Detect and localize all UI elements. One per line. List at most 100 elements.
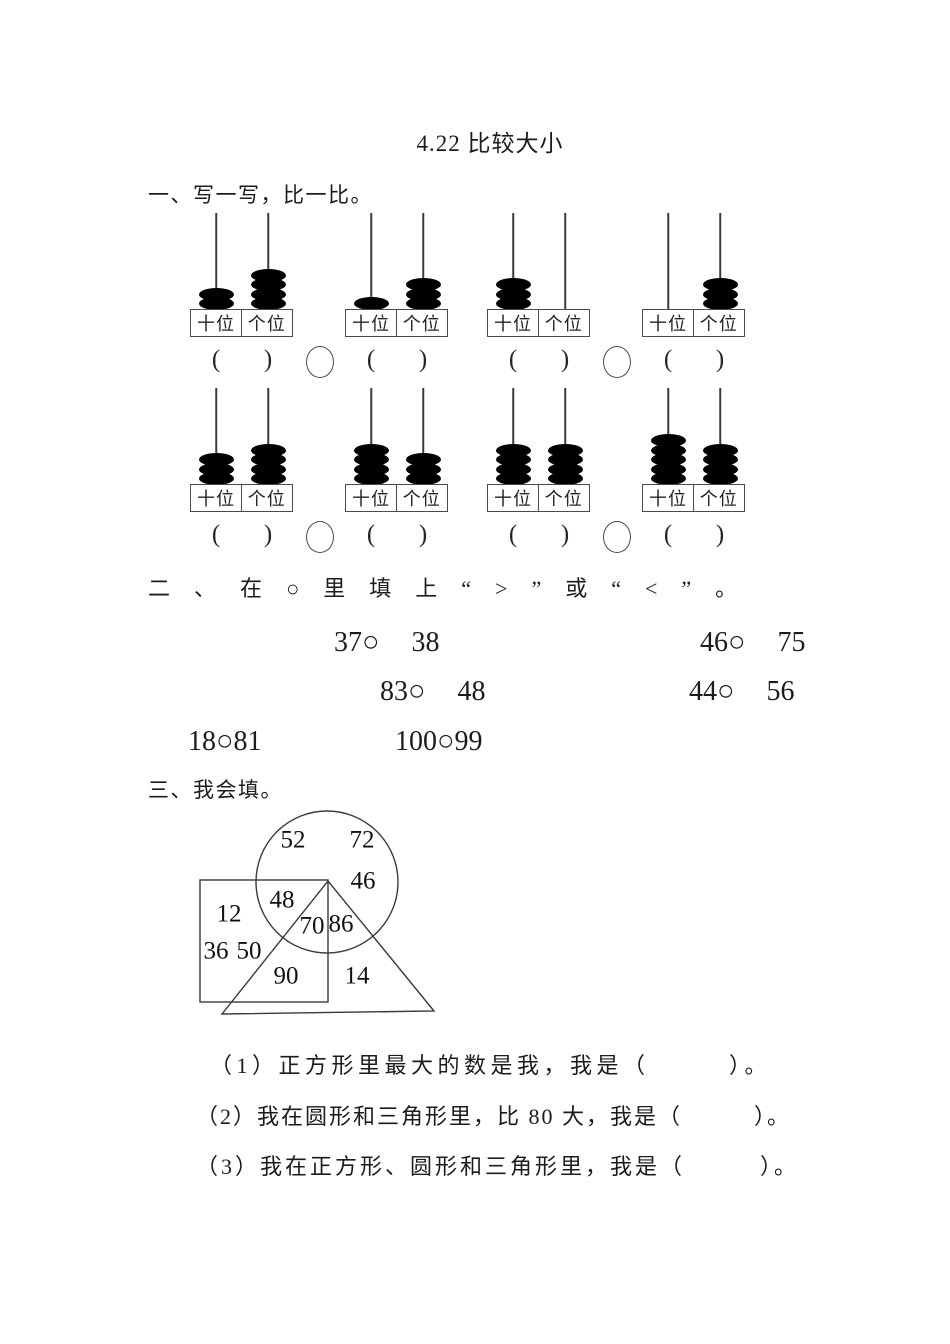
- bead-stack: [642, 434, 694, 485]
- abacus-bead: [405, 278, 441, 291]
- abacus-bead: [650, 472, 686, 485]
- abacus-bead: [405, 453, 441, 466]
- place-value-box: 十位个位: [345, 484, 449, 512]
- place-label-ones: 个位: [395, 309, 448, 337]
- comparison-circle-symbol: ○: [728, 626, 746, 658]
- venn-number-circle: 46: [351, 868, 376, 895]
- answer-parens: (): [642, 512, 746, 552]
- bead-stack: [397, 278, 449, 310]
- abacus-bead: [702, 297, 738, 310]
- left-number: 44: [689, 676, 717, 707]
- abacus-rod-ones: [694, 388, 746, 485]
- bead-stack: [190, 287, 242, 310]
- venn-square: [199, 879, 329, 1003]
- answer-parens: (): [487, 337, 591, 377]
- venn-number-circle: 52: [281, 827, 306, 854]
- abacus-rod-ones: [694, 213, 746, 310]
- place-label-ones: 个位: [692, 309, 745, 337]
- open-paren: (: [663, 521, 673, 548]
- left-number: 83: [380, 676, 408, 707]
- bead-stack: [190, 453, 242, 485]
- place-label-ones: 个位: [395, 484, 448, 512]
- abacus-bead: [250, 472, 286, 485]
- abacus-rod-ones: [539, 388, 591, 485]
- abacus-bead: [495, 297, 531, 310]
- place-label-ones: 个位: [537, 484, 590, 512]
- abacus-rods: [345, 388, 449, 485]
- abacus-bead: [405, 472, 441, 485]
- place-label-tens: 十位: [345, 309, 397, 337]
- rod-line: [422, 213, 424, 310]
- close-paren: ): [418, 521, 428, 548]
- bead-stack: [242, 268, 294, 310]
- abacus-left: 十位个位(): [190, 213, 294, 377]
- abacus-rod-ones: [539, 213, 591, 310]
- abacus-bead: [495, 453, 531, 466]
- open-paren: (: [366, 521, 376, 548]
- right-number: 99: [454, 726, 483, 757]
- rod-line: [667, 213, 669, 310]
- bead-stack: [345, 297, 397, 310]
- abacus-rods: [345, 213, 449, 310]
- abacus-comparison-group: 十位个位()十位个位(): [190, 213, 449, 378]
- abacus-comparison-group: 十位个位()十位个位(): [487, 388, 746, 553]
- comparison-circle-symbol: ○: [216, 725, 234, 757]
- abacus-right: 十位个位(): [345, 213, 449, 377]
- right-number: 56: [766, 676, 795, 707]
- abacus-rods: [487, 388, 591, 485]
- abacus-bead: [650, 434, 686, 447]
- place-label-tens: 十位: [190, 484, 242, 512]
- answer-parens: (): [487, 512, 591, 552]
- answer-parens: (): [345, 512, 449, 552]
- abacus-bead: [650, 453, 686, 466]
- venn-circle: [255, 810, 399, 954]
- answer-parens: (): [345, 337, 449, 377]
- abacus-rod-ones: [242, 388, 294, 485]
- venn-triangle: [220, 879, 436, 1015]
- close-paren: ): [715, 346, 725, 373]
- comparison-circle: [305, 346, 334, 378]
- section3-heading: 三、我会填。: [148, 778, 283, 802]
- abacus-left: 十位个位(): [190, 388, 294, 552]
- answer-parens: (): [190, 337, 294, 377]
- close-paren: ): [418, 346, 428, 373]
- abacus-bead: [198, 297, 234, 310]
- abacus-rod-tens: [345, 213, 397, 310]
- venn-number-square: 12: [217, 901, 242, 928]
- place-value-box: 十位个位: [190, 309, 294, 337]
- open-paren: (: [663, 346, 673, 373]
- abacus-bead: [495, 472, 531, 485]
- rod-line: [719, 213, 721, 310]
- venn-number-square-triangle: 90: [274, 963, 299, 990]
- abacus-rod-tens: [487, 388, 539, 485]
- abacus-bead: [702, 472, 738, 485]
- abacus-bead: [353, 472, 389, 485]
- section2-heading: 二、在○里填上“>”或“<”。: [148, 576, 762, 601]
- page-title: 4.22 比较大小: [416, 131, 564, 156]
- abacus-rod-ones: [397, 213, 449, 310]
- abacus-bead: [250, 297, 286, 310]
- place-label-tens: 十位: [190, 309, 242, 337]
- place-label-tens: 十位: [487, 309, 539, 337]
- abacus-bead: [702, 278, 738, 291]
- place-label-tens: 十位: [642, 484, 694, 512]
- abacus-rods: [642, 213, 746, 310]
- number-comparison: 83○48: [380, 675, 486, 708]
- left-number: 37: [334, 627, 362, 658]
- abacus-bead: [405, 297, 441, 310]
- venn-number-circle-square: 48: [270, 887, 295, 914]
- abacus-left: 十位个位(): [487, 213, 591, 377]
- rod-line: [512, 388, 514, 485]
- abacus-rod-tens: [190, 213, 242, 310]
- place-label-ones: 个位: [240, 484, 293, 512]
- place-value-box: 十位个位: [487, 309, 591, 337]
- bead-stack: [487, 443, 539, 485]
- place-label-ones: 个位: [537, 309, 590, 337]
- right-number: 38: [411, 627, 440, 658]
- bead-stack: [694, 278, 746, 310]
- abacus-bead: [547, 472, 583, 485]
- question-line: （1）正方形里最大的数是我，我是（ ）。: [210, 1053, 772, 1078]
- left-number: 46: [700, 627, 728, 658]
